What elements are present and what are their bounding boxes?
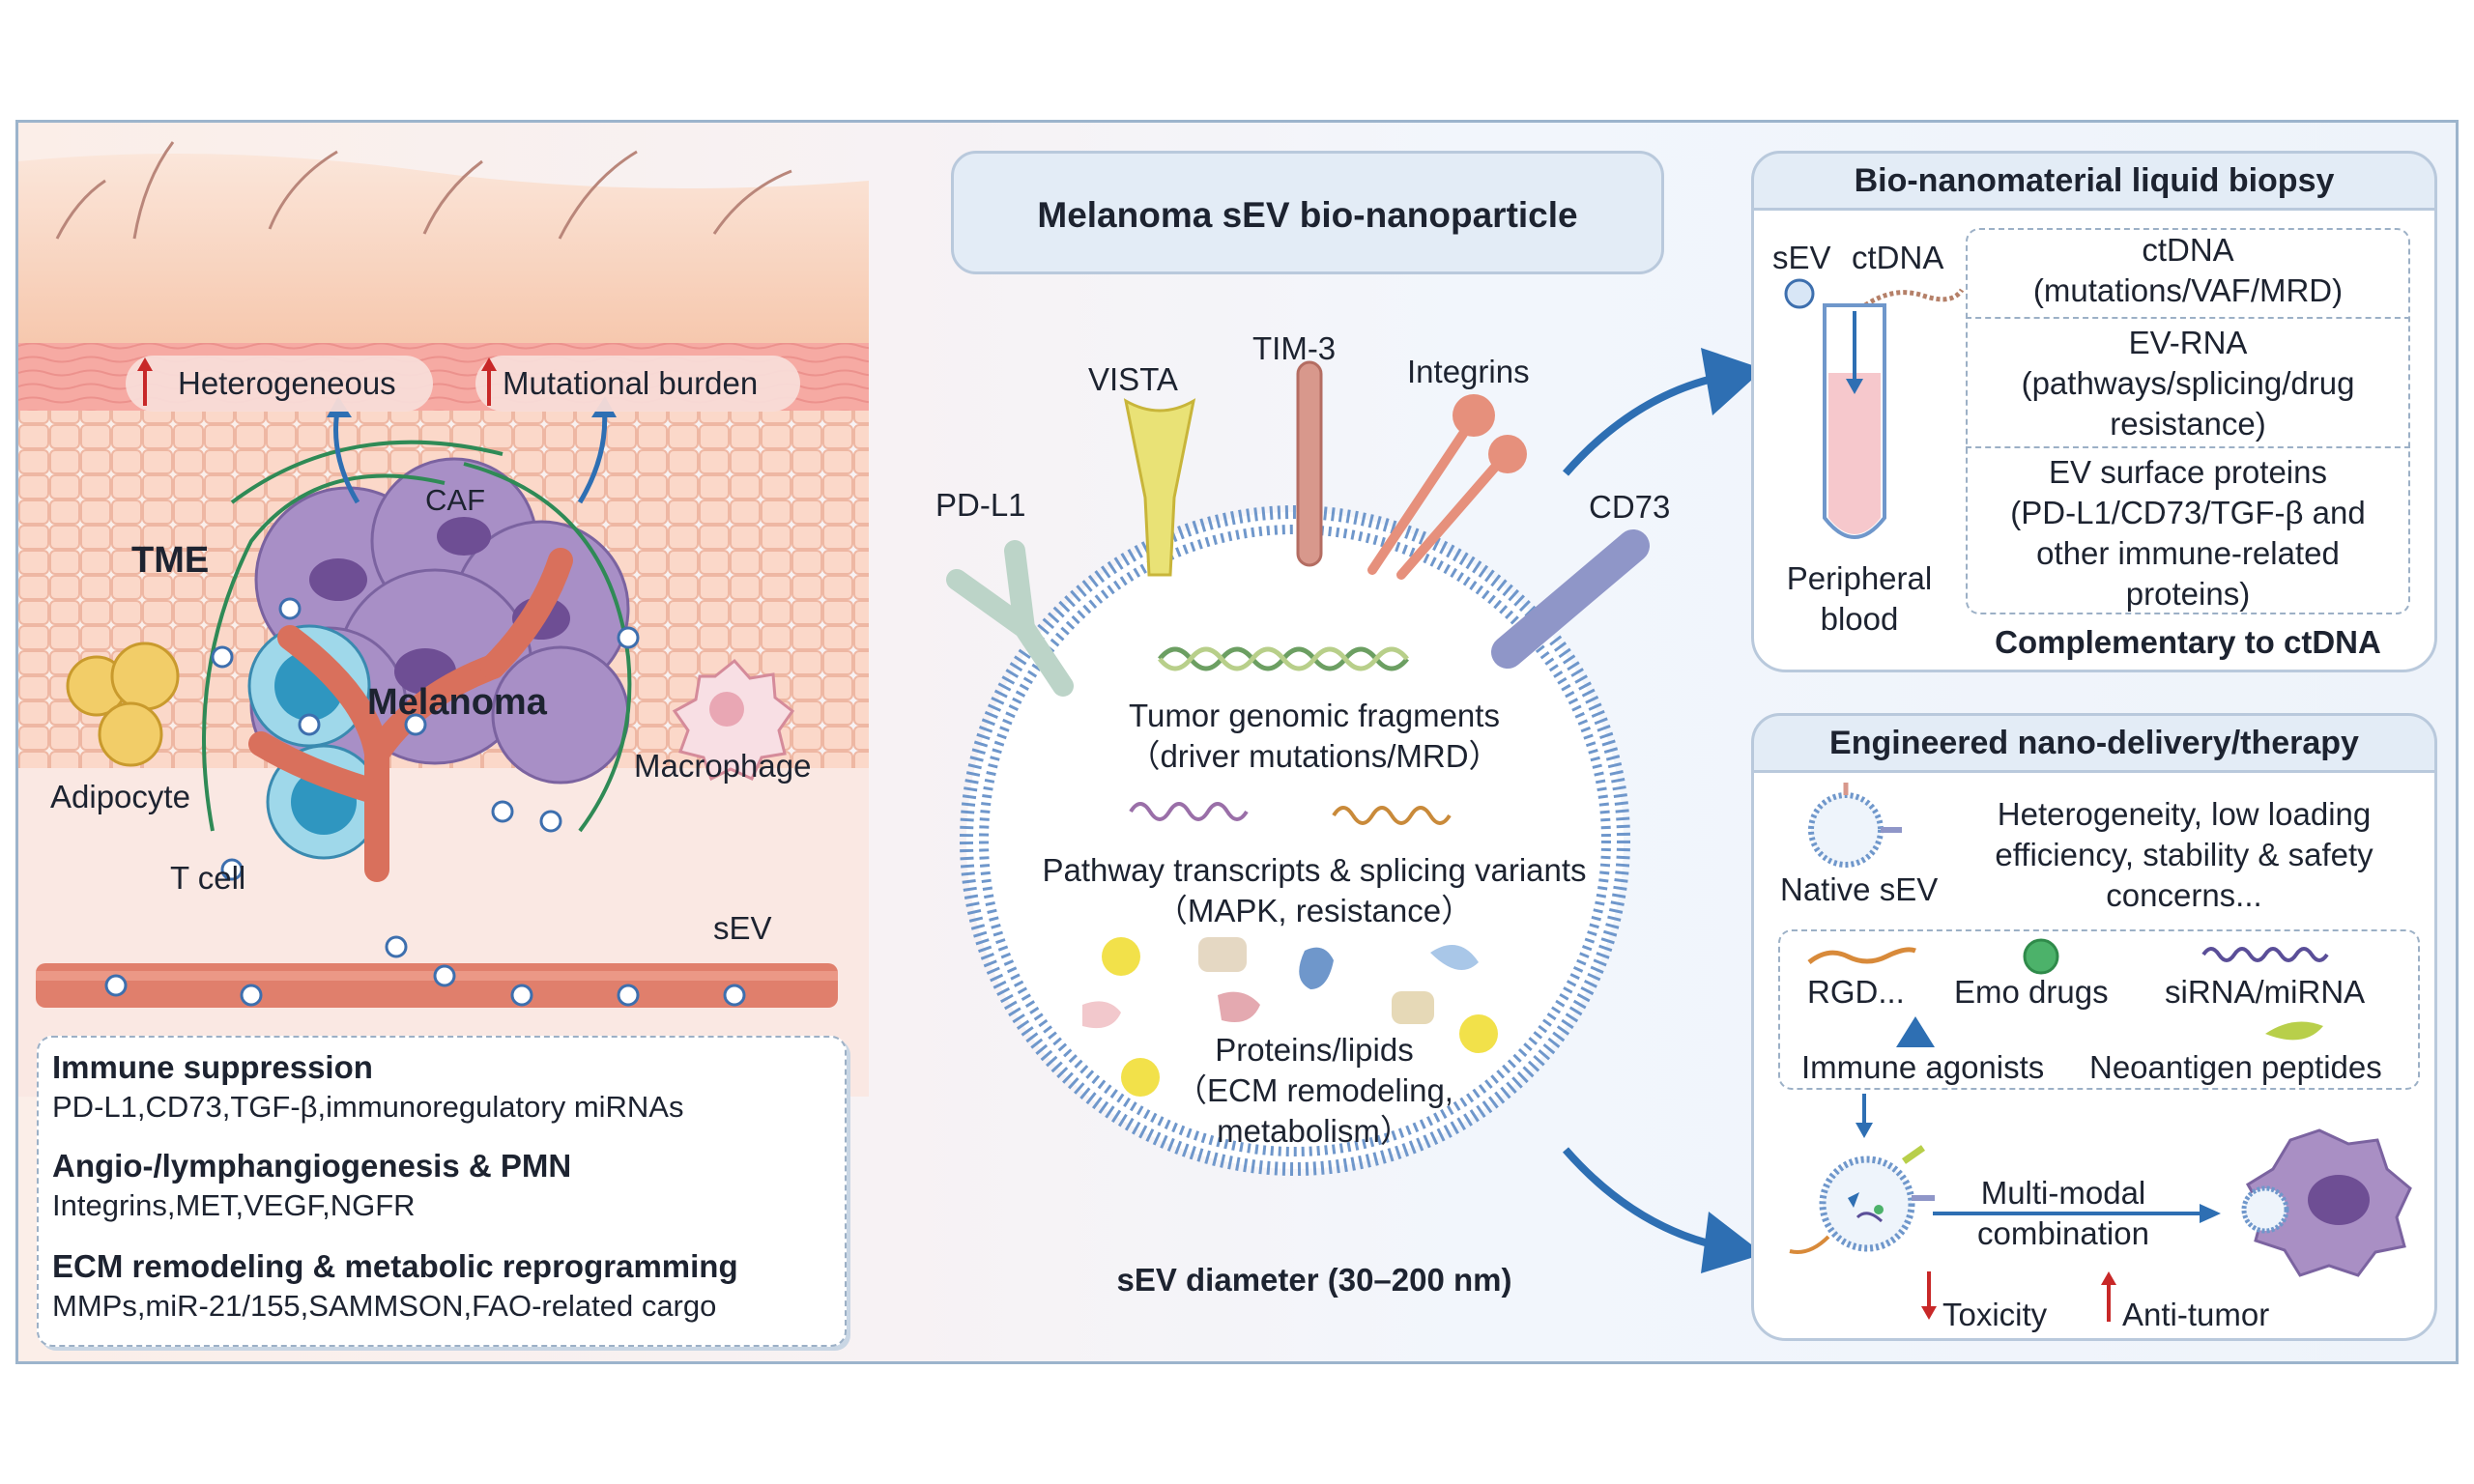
neoantigen-label: Neoantigen peptides: [2089, 1049, 2382, 1085]
biopsy-row3-l2: (PD-L1/CD73/TGF-β and: [2010, 495, 2366, 530]
arrow-up-blue-1: [327, 396, 360, 504]
summary-box: [37, 1036, 847, 1347]
arrow-up-red-icon: [137, 357, 153, 406]
biopsy-table-divider-1: [1966, 317, 2410, 319]
biopsy-row2-l2: (pathways/splicing/drug: [2021, 365, 2355, 401]
mutational-burden-pill: [475, 356, 800, 412]
tim3-icon: [1296, 360, 1323, 567]
summary-text-1: PD-L1,CD73,TGF-β,immunoregulatory miRNAs: [52, 1090, 684, 1124]
cargo-rna-line1: Pathway transcripts & splicing variants: [1042, 852, 1587, 888]
sev-vesicle: [960, 505, 1630, 1176]
concern-line2: efficiency, stability & safety: [1995, 837, 2373, 872]
arrow-up-red-icon: [481, 357, 497, 406]
pdl1-icon: [946, 540, 1074, 697]
arrow-down-red-icon: [1921, 1271, 1937, 1320]
adipocyte-label: Adipocyte: [50, 779, 190, 814]
center-title-box: [951, 151, 1664, 274]
heterogeneous-pill: [126, 356, 433, 412]
sirna-label: siRNA/miRNA: [2165, 974, 2366, 1010]
blood-label-line1: Peripheral: [1786, 560, 1933, 596]
agonist-triangle-icon: [1896, 1016, 1935, 1047]
blood-label-line2: blood: [1820, 601, 1899, 637]
cargo-dna-line2: （driver mutations/MRD）: [1128, 738, 1501, 774]
sev-diameter-label: sEV diameter (30–200 nm): [1116, 1262, 1512, 1298]
arrow-down-loading: [1856, 1094, 1873, 1138]
sev-label: sEV: [713, 910, 772, 946]
therapy-title: Engineered nano-delivery/therapy: [1751, 713, 2437, 773]
multi-modal-line1: Multi-modal: [1980, 1175, 2146, 1211]
biopsy-table-divider-2: [1966, 446, 2410, 448]
adipocyte-icon: [66, 642, 180, 767]
arrow-to-tumor-cell: [1933, 1204, 2221, 1223]
biopsy-title: Bio-nanomaterial liquid biopsy: [1751, 151, 2437, 211]
vasculature: [202, 440, 632, 882]
biopsy-row1-l1: ctDNA: [2142, 232, 2234, 268]
biopsy-row2-l1: EV-RNA: [2128, 325, 2248, 360]
cargo-dna-line1: Tumor genomic fragments: [1129, 698, 1500, 733]
protein-lipid-icons: [1082, 937, 1498, 1097]
multi-modal-line2: combination: [1977, 1215, 2149, 1251]
marker-cd73-label: CD73: [1589, 489, 1671, 525]
summary-heading-3: ECM remodeling & metabolic reprogramming: [52, 1248, 738, 1284]
integrins-icon: [1367, 394, 1527, 580]
marker-pdl1-label: PD-L1: [935, 487, 1026, 523]
emo-drug-icon: [2023, 938, 2059, 975]
biopsy-sev-label: sEV: [1772, 240, 1831, 275]
center-title: Melanoma sEV bio-nanoparticle: [1037, 195, 1578, 235]
cargo-prot-line2: （ECM remodeling,: [1175, 1072, 1453, 1108]
macrophage-icon: [672, 658, 795, 782]
arrow-up-blue-2: [577, 396, 617, 504]
blood-tube-icon: [1784, 278, 1965, 539]
heterogeneous-label: Heterogeneous: [178, 365, 396, 401]
caf-label: CAF: [425, 483, 485, 517]
t-cell-label: T cell: [170, 860, 246, 896]
toxicity-label: Toxicity: [1942, 1297, 2048, 1332]
cargo-options-box: [1778, 929, 2420, 1090]
marker-tim3-label: TIM-3: [1252, 330, 1337, 366]
biopsy-row1-l2: (mutations/VAF/MRD): [2032, 272, 2344, 308]
engineered-sev-icon: [1789, 1145, 1935, 1254]
biopsy-panel: [1751, 151, 2437, 672]
rgd-icon: [1807, 947, 1916, 964]
rgd-label: RGD...: [1807, 974, 1905, 1010]
summary-text-2: Integrins,MET,VEGF,NGFR: [52, 1188, 416, 1222]
concern-line3: concerns...: [2106, 877, 2262, 913]
neoantigen-peptide-icon: [2265, 1021, 2323, 1041]
dna-fragment-icon: [1158, 646, 1409, 671]
summary-heading-2: Angio-/lymphangiogenesis & PMN: [52, 1148, 572, 1184]
sirna-icon: [2201, 947, 2329, 962]
melanoma-label: Melanoma: [367, 682, 547, 723]
cargo-rna-line2: （MAPK, resistance）: [1155, 893, 1474, 928]
cargo-prot-line1: Proteins/lipids: [1215, 1032, 1414, 1068]
arrow-up-red-icon: [2101, 1271, 2116, 1322]
native-sev-label: Native sEV: [1780, 871, 1939, 907]
marker-vista-label: VISTA: [1088, 361, 1178, 397]
arrow-to-biopsy: [1562, 348, 1764, 476]
emo-label: Emo drugs: [1954, 974, 2109, 1010]
vista-icon: [1123, 398, 1196, 577]
summary-text-3: MMPs,miR-21/155,SAMMSON,FAO-related carg…: [52, 1289, 717, 1323]
tme-label: TME: [131, 540, 210, 581]
marker-integrins-label: Integrins: [1407, 354, 1530, 389]
tissue-sev-particles: [104, 597, 746, 1007]
biopsy-row3-l3: other immune-related: [2036, 535, 2340, 571]
antitumor-label: Anti-tumor: [2122, 1297, 2270, 1332]
rna-transcript-icons: [1129, 802, 1452, 825]
target-tumor-cell-icon: [2241, 1128, 2412, 1277]
macrophage-label: Macrophage: [634, 748, 812, 784]
biopsy-ctdna-label: ctDNA: [1852, 240, 1944, 275]
biopsy-row3-l1: EV surface proteins: [2049, 454, 2327, 490]
native-sev-icon: [1808, 783, 1902, 868]
cd73-icon: [1491, 529, 1650, 669]
biopsy-row2-l3: resistance): [2110, 406, 2266, 442]
summary-heading-1: Immune suppression: [52, 1049, 373, 1085]
biopsy-table: [1966, 228, 2410, 614]
concern-line1: Heterogeneity, low loading: [1997, 796, 2372, 832]
mutational-burden-label: Mutational burden: [503, 365, 759, 401]
arrow-to-therapy: [1562, 1147, 1764, 1273]
biopsy-row3-l4: proteins): [2125, 576, 2251, 612]
agonists-label: Immune agonists: [1801, 1049, 2045, 1085]
biopsy-footer: Complementary to ctDNA: [1995, 624, 2381, 660]
cargo-prot-line3: metabolism）: [1217, 1113, 1412, 1149]
